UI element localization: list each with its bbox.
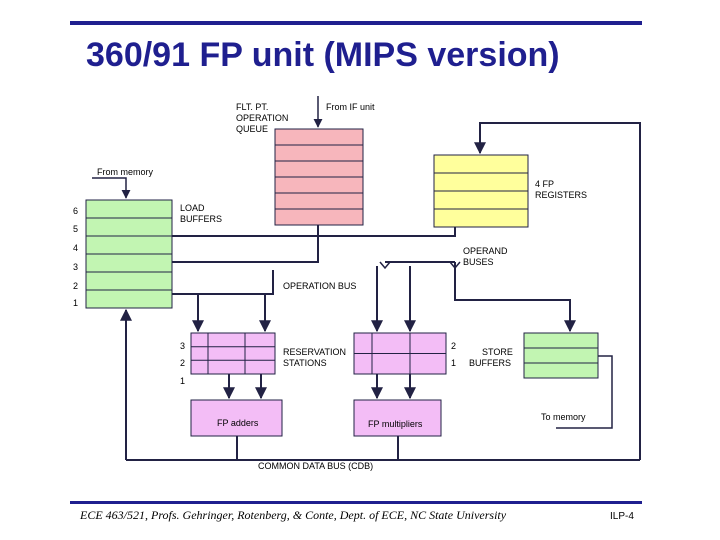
label-queue-3: QUEUE: [236, 124, 268, 134]
fp-adders-unit: [190, 399, 283, 437]
load-number: 1: [73, 298, 78, 308]
label-registers-1: 4 FP: [535, 179, 554, 189]
bus-lines: [92, 96, 641, 461]
load-buffers-block: [85, 199, 173, 309]
mult-station-number: 2: [451, 341, 456, 351]
load-number: 3: [73, 262, 78, 272]
load-number: 5: [73, 224, 78, 234]
load-number: 4: [73, 243, 78, 253]
bus-junction-marks: [379, 261, 461, 270]
adder-station-number: 3: [180, 341, 185, 351]
slide-number: ILP-4: [610, 511, 634, 522]
fp-registers-block: [433, 154, 529, 228]
load-number: 2: [73, 281, 78, 291]
slide-title: 360/91 FP unit (MIPS version): [86, 36, 560, 74]
load-number: 6: [73, 206, 78, 216]
label-store-2: BUFFERS: [469, 358, 511, 368]
label-from-memory: From memory: [97, 167, 153, 177]
label-operand-1: OPERAND: [463, 246, 508, 256]
mult-reservation-stations: [353, 332, 447, 375]
label-queue-2: OPERATION: [236, 113, 288, 123]
label-load-1: LOAD: [180, 203, 205, 213]
adder-station-number: 1: [180, 376, 185, 386]
fp-operation-queue: [274, 128, 364, 226]
label-store-1: STORE: [482, 347, 513, 357]
fp-multipliers-unit: [353, 399, 442, 437]
label-to-memory: To memory: [541, 412, 586, 422]
label-registers-2: REGISTERS: [535, 190, 587, 200]
mult-station-number: 1: [451, 358, 456, 368]
footer-rule: [70, 501, 642, 504]
adder-station-number: 2: [180, 358, 185, 368]
label-cdb: COMMON DATA BUS (CDB): [258, 461, 373, 471]
store-buffers-block: [523, 332, 599, 379]
label-operation-bus: OPERATION BUS: [283, 281, 356, 291]
label-fp-multipliers: FP multipliers: [368, 419, 423, 429]
label-load-2: BUFFERS: [180, 214, 222, 224]
label-operand-2: BUSES: [463, 257, 494, 267]
adder-reservation-stations: [190, 332, 276, 375]
label-reservation-2: STATIONS: [283, 358, 327, 368]
label-fp-adders: FP adders: [217, 418, 259, 428]
label-queue-1: FLT. PT.: [236, 102, 268, 112]
label-reservation-1: RESERVATION: [283, 347, 346, 357]
label-from-if-unit: From IF unit: [326, 102, 375, 112]
footer-credit: ECE 463/521, Profs. Gehringer, Rotenberg…: [80, 508, 507, 522]
title-rule: [70, 21, 642, 25]
